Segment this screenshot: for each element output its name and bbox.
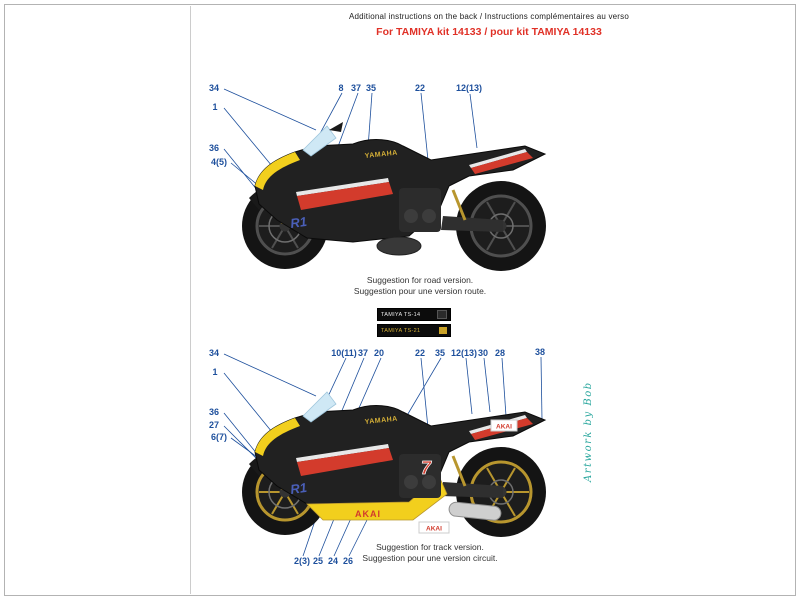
lower-sponsor-plate <box>418 521 450 534</box>
callout-label: 20 <box>373 348 385 358</box>
tail-sponsor-logo: AKAI <box>496 424 512 431</box>
callout-label: 28 <box>494 348 506 358</box>
callout-label: 2(3) <box>293 556 311 566</box>
red-stripe <box>297 182 393 210</box>
clutch-case <box>422 475 436 489</box>
track-bike-illustration: AKAI AKAI AKAI 7 YAMAHA R1 <box>242 391 547 537</box>
tail-red-stripe <box>471 152 533 174</box>
paint-swatch-black <box>437 310 447 319</box>
engine-case <box>404 475 418 489</box>
callout-label: 37 <box>357 348 369 358</box>
callout-label: 25 <box>312 556 324 566</box>
mirror <box>329 122 343 132</box>
callout-label: 27 <box>208 420 220 430</box>
windscreen <box>302 391 337 423</box>
fold-line <box>190 6 191 594</box>
race-muffler <box>448 501 502 521</box>
road-caption-fr: Suggestion pour une version route. <box>353 286 487 296</box>
callout-label: 38 <box>534 347 546 357</box>
belly-pan-yellow <box>306 475 448 521</box>
tank-logo: YAMAHA <box>364 150 398 160</box>
rear-shock <box>451 189 467 221</box>
callout-label: 6(7) <box>210 432 228 442</box>
road-caption-en: Suggestion for road version. <box>366 275 474 285</box>
callout-label: 1 <box>212 102 218 112</box>
paint-ref-ts14: TAMIYA TS-14 <box>377 308 451 321</box>
callout-label: 8 <box>338 83 344 93</box>
road-bike-illustration: YAMAHA R1 <box>242 122 547 271</box>
callout-label: 12(13) <box>455 83 483 93</box>
callout-label: 26 <box>342 556 354 566</box>
swingarm <box>441 482 503 498</box>
callout-label: 34 <box>208 83 220 93</box>
callout-label: 30 <box>477 348 489 358</box>
callout-label: 36 <box>208 407 220 417</box>
road-caption: Suggestion for road version. Suggestion … <box>250 275 590 297</box>
artwork-credit: Artwork by Bob <box>583 381 594 482</box>
header-kit-line: For TAMIYA kit 14133 / pour kit TAMIYA 1… <box>376 26 602 38</box>
windscreen <box>302 125 337 157</box>
lower-sponsor-logo: AKAI <box>426 526 442 533</box>
paint-swatch-gold <box>439 327 447 334</box>
cowl-logo: R1 <box>289 480 308 497</box>
tail-sponsor-plate <box>490 419 518 432</box>
engine-block <box>399 454 441 498</box>
rear-shock <box>451 455 467 487</box>
white-stripe <box>296 444 389 462</box>
clutch-case <box>422 209 436 223</box>
cowl-logo: R1 <box>289 214 308 231</box>
callout-label: 35 <box>434 348 446 358</box>
track-caption-fr: Suggestion pour une version circuit. <box>362 553 498 563</box>
swingarm <box>441 216 503 232</box>
track-caption: Suggestion for track version. Suggestion… <box>260 542 600 564</box>
yellow-nose-accent <box>255 418 300 456</box>
callout-label: 35 <box>365 83 377 93</box>
callout-label: 22 <box>414 83 426 93</box>
callout-label: 36 <box>208 143 220 153</box>
muffler <box>376 236 422 256</box>
engine-block <box>399 188 441 232</box>
paint-references: TAMIYA TS-14 TAMIYA TS-21 <box>377 308 451 337</box>
red-stripe <box>297 448 393 476</box>
yellow-nose-accent <box>255 152 300 190</box>
paint-ref-label: TAMIYA TS-14 <box>381 311 421 318</box>
callout-label: 1 <box>212 367 218 377</box>
header-note: Additional instructions on the back / In… <box>348 12 630 21</box>
callout-label: 4(5) <box>210 157 228 167</box>
belly-sponsor-logo: AKAI <box>355 509 381 519</box>
callout-label: 10(11) <box>331 348 357 358</box>
engine-case <box>404 209 418 223</box>
callout-label: 37 <box>350 83 362 93</box>
callout-label: 24 <box>327 556 339 566</box>
callout-label: 12(13) <box>450 348 478 358</box>
header: Additional instructions on the back / In… <box>190 12 788 38</box>
callout-label: 34 <box>208 348 220 358</box>
white-stripe <box>296 178 389 196</box>
tank-logo: YAMAHA <box>364 416 398 426</box>
track-caption-en: Suggestion for track version. <box>376 542 484 552</box>
tail-white-stripe <box>469 149 527 168</box>
paint-ref-label: TAMIYA TS-21 <box>381 327 421 334</box>
race-number: 7 <box>421 458 432 478</box>
callout-label: 22 <box>414 348 426 358</box>
paint-ref-ts21: TAMIYA TS-21 <box>377 324 451 337</box>
